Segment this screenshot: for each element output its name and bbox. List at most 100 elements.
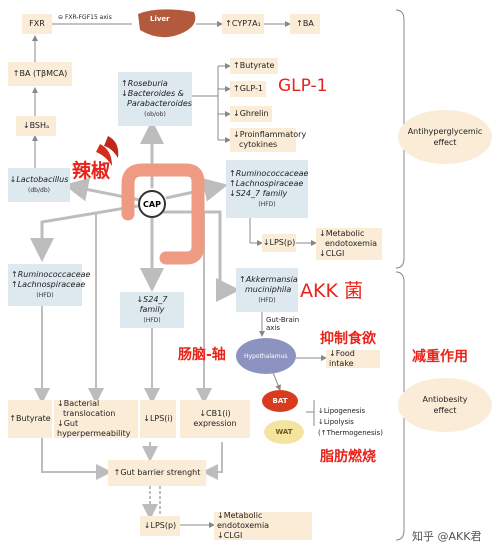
food-intake-box: ↓Food intake (326, 349, 380, 368)
gut-barrier-label: ↑Gut barrier strenght (113, 468, 201, 477)
watermark: 知乎 @AKK君 (412, 530, 482, 543)
endotoxemia-label-1: endotoxemia (325, 239, 378, 248)
bsh-label: ↓BSHₐ (22, 121, 50, 130)
gut-brain-axis-label: Gut-Brain axis (266, 316, 299, 332)
cytokines-box: ↓Proinflammatory cytokines (230, 128, 306, 152)
lipolysis-group: ↓Lipogenesis ↓Lipolysis (↑Thermogenesis) (318, 406, 383, 439)
ghrelin-box: ↓Ghrelin (230, 106, 272, 122)
metabolic-box-1: ↓Metabolic endotoxemia ↓CLGI (316, 228, 382, 260)
gut-barrier-box: ↑Gut barrier strenght (108, 460, 206, 486)
parabacteroides-label: Parabacteroides (127, 98, 192, 108)
ba-label: ↑BA (296, 19, 314, 28)
s24-family-box: ↓S24_7 family (HFD) (120, 292, 184, 328)
hfd-note-4: (HFD) (258, 296, 276, 304)
microbe-box-roseburia: ↑Roseburia ↓Bacteroides & Parabacteroide… (118, 72, 192, 126)
bacterial-translocation-box: ↓Bacterial translocation ↓Gut hyperperme… (54, 399, 138, 438)
antiobesity-oval: Antiobesity effect (398, 378, 492, 432)
hfd-note: (HFD) (258, 200, 276, 208)
cb1-box: ↓CB1(i) expression (180, 400, 250, 438)
chili-illustration (96, 144, 112, 166)
hypothalamus-label: Hypothalamus (244, 353, 288, 360)
microbe-box-ruminococcaceae-left: ↑Ruminococcaceae ↑Lachnospiraceae (HFD) (8, 264, 91, 306)
antiobesity-label: Antiobesity (422, 395, 468, 404)
cb1-to-barrier (202, 442, 223, 480)
gut-brain-cn-label: 肠脑-轴 (178, 347, 226, 363)
cap-arrow-akk (162, 210, 240, 302)
ba-tbmca-label: ↑BA (TβMCA) (12, 69, 68, 78)
s24-family-label-2: ↓S24_7 family (136, 294, 168, 314)
roseburia-label: ↑Roseburia (121, 78, 168, 88)
lps-i-label: ↓LPS(i) (143, 414, 173, 423)
akk-cn-label: AKK 菌 (300, 280, 363, 302)
liver-illustration (138, 9, 196, 38)
axis-label-text: FXR-FGF15 axis (64, 14, 112, 21)
bat-blob: BAT (262, 390, 298, 412)
antiobesity-effect-label: effect (433, 406, 457, 415)
lachnospiraceae-label: ↑Lachnospiraceae (229, 178, 304, 188)
clgi-label-2: ↓CLGI (217, 531, 243, 540)
lps-p-box-1: ↓LPS(p) (262, 234, 296, 252)
cyp7a1-label: ↑CYP7A₁ (225, 19, 261, 28)
hfd-note-3: (HFD) (143, 316, 161, 324)
chili-illustration-2 (104, 136, 119, 158)
butyrate-box: ↑Butyrate (230, 58, 278, 74)
glp1-label: ↑GLP-1 (233, 84, 263, 93)
metabolic-box-2: ↓Metabolic endotoxemia ↓CLGI (214, 511, 312, 540)
metabolic-endotoxemia-label-2: ↓Metabolic endotoxemia (217, 511, 270, 530)
microbe-box-ruminococcaceae-top: ↑Ruminococcaceae ↑Lachnospiraceae ↓S24_7… (226, 160, 308, 218)
muciniphila-label: muciniphila (245, 284, 292, 294)
food-intake-label: ↓Food intake (329, 349, 355, 368)
butyrate-box-bottom: ↑Butyrate (8, 400, 52, 438)
chili-cn-label: 辣椒 (72, 160, 111, 182)
lps-p-box-2: ↓LPS(p) (140, 516, 180, 536)
weight-loss-cn-label: 减重作用 (412, 349, 468, 365)
brain-illustration (236, 338, 296, 374)
bacterial-label: ↓Bacterial (57, 399, 100, 408)
translocation-label: translocation (63, 409, 116, 418)
appetite-cn-label: 抑制食欲 (320, 331, 376, 347)
ruminococcaceae-label: ↑Ruminococcaceae (229, 168, 309, 178)
lipolysis-label: ↓Lipolysis (318, 418, 354, 426)
metabolic-label-1: ↓Metabolic (319, 229, 365, 238)
fxr-axis-label: ⊖ FXR-FGF15 axis (58, 14, 112, 21)
gut-brain-line2: axis (266, 324, 281, 332)
liver-label: Liver (150, 15, 170, 23)
ruminococcaceae-label-2: ↑Ruminococcaceae (11, 269, 91, 279)
ob-ob-note: (ob/ob) (144, 110, 166, 118)
hfd-note-2: (HFD) (36, 291, 54, 299)
antihyperglycemic-label: Antihyperglycemic (407, 127, 483, 136)
antihyperglycemic-oval: Antihyperglycemic effect (398, 110, 492, 164)
lps-p-label-1: ↓LPS(p) (262, 238, 296, 247)
ba-box: ↑BA (290, 14, 320, 34)
colon-illustration (121, 163, 205, 265)
bacteroides-label: ↓Bacteroides & (121, 88, 184, 98)
gut-hyperpermeability-label: ↓Gut hyperpermeability (57, 419, 131, 438)
lachnospiraceae-label-2: ↑Lachnospiraceae (11, 279, 86, 289)
butyrate-label: ↑Butyrate (233, 61, 275, 70)
thermogenesis-label: (↑Thermogenesis) (318, 429, 383, 437)
akkermansia-box: ↑Akkermansia muciniphila (HFD) (236, 268, 298, 312)
glp1-box: ↑GLP-1 (230, 81, 266, 97)
cap-node: CAP (138, 190, 166, 218)
s24-family-label: ↓S24_7 family (229, 188, 288, 198)
bsh-box: ↓BSHₐ (16, 116, 56, 136)
db-db-note: (db/db) (28, 186, 50, 194)
lipogenesis-label: ↓Lipogenesis (318, 407, 366, 415)
lps-i-box: ↓LPS(i) (140, 400, 176, 438)
butyrate-label-bottom: ↑Butyrate (9, 414, 51, 423)
fxr-label: FXR (29, 19, 45, 28)
butyrate-to-barrier (41, 438, 112, 480)
cb1-label: ↓CB1(i) expression (193, 409, 237, 428)
gut-brain-line1: Gut-Brain (266, 316, 300, 324)
wat-blob: WAT (264, 420, 304, 444)
antihyperglycemic-effect-label: effect (433, 138, 457, 147)
glp1-red-label: GLP-1 (278, 76, 328, 96)
lps-p-label-2: ↓LPS(p) (143, 521, 177, 530)
cap-arrow-lower-left (30, 204, 139, 262)
fxr-box: FXR (22, 14, 52, 34)
ba-tbmca-box: ↑BA (TβMCA) (8, 62, 72, 86)
cytokines-label: cytokines (239, 140, 278, 149)
ghrelin-label: ↓Ghrelin (233, 109, 269, 118)
clgi-label-1: ↓CLGI (319, 249, 345, 258)
